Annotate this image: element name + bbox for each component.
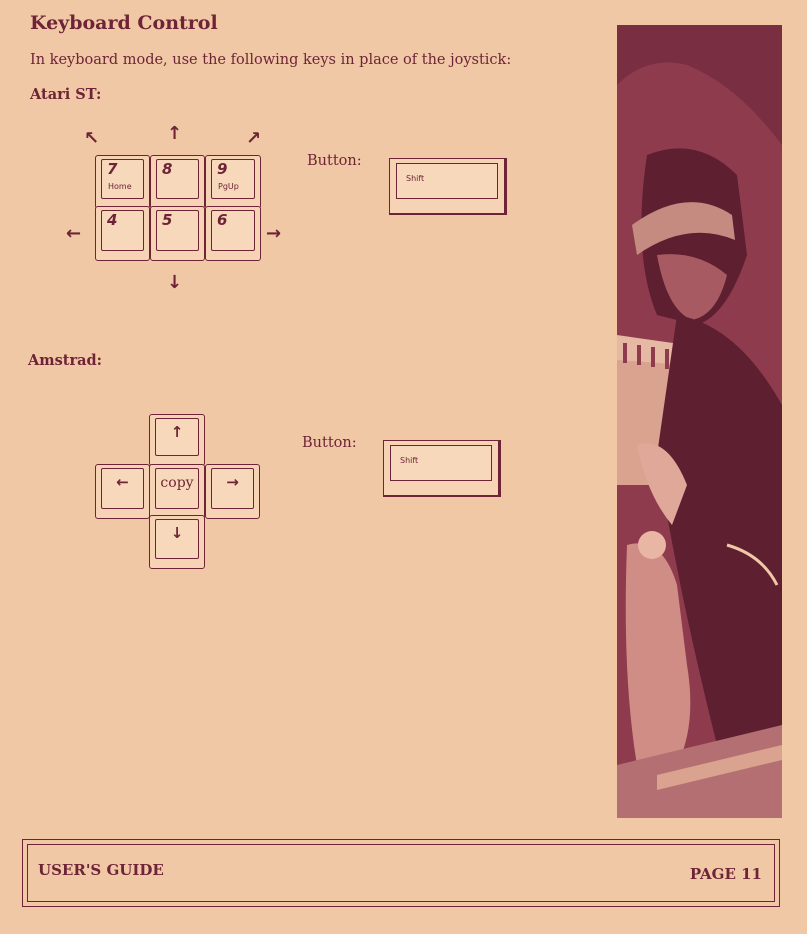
key-7-number: 7 (107, 160, 118, 178)
down-arrow-icon: ↓ (170, 524, 184, 542)
page-title: Keyboard Control (30, 12, 218, 34)
intro-text: In keyboard mode, use the following keys… (30, 52, 512, 68)
up-arrow-icon: ↑ (170, 423, 184, 441)
key-up: ↑ (149, 414, 205, 466)
footer-guide-title: USER'S GUIDE (38, 861, 164, 879)
key-5-number: 5 (162, 211, 173, 229)
amstrad-shift-key-label: Shift (400, 456, 419, 465)
key-left: ← (95, 464, 150, 519)
arrow-up-icon: ↑ (167, 123, 183, 144)
key-5: 5 (150, 206, 205, 261)
key-right: → (205, 464, 260, 519)
arrow-up-right-icon: ↗ (246, 128, 262, 149)
right-arrow-icon: → (226, 473, 239, 491)
arrow-right-icon: → (266, 223, 282, 244)
arrow-up-left-icon: ↖ (84, 128, 100, 149)
key-copy: copy (149, 464, 205, 519)
atari-shift-key: Shift (389, 158, 507, 215)
atari-section-label: Atari ST: (30, 86, 102, 103)
key-4: 4 (95, 206, 150, 261)
key-9-number: 9 (217, 160, 228, 178)
footer-page-number: PAGE 11 (689, 865, 762, 883)
copy-key-label: copy (160, 475, 194, 491)
key-4-number: 4 (107, 211, 118, 229)
arrow-left-icon: ← (66, 223, 82, 244)
left-arrow-icon: ← (116, 473, 129, 491)
illustration-image (617, 25, 782, 818)
atari-shift-key-label: Shift (406, 174, 425, 183)
arrow-down-icon: ↓ (167, 272, 183, 293)
key-7-label: Home (108, 182, 132, 191)
amstrad-button-label: Button: (302, 435, 357, 451)
footer-frame: USER'S GUIDE PAGE 11 (22, 839, 780, 907)
amstrad-shift-key: Shift (383, 440, 501, 497)
key-7: 7 Home (95, 155, 150, 209)
key-9: 9 PgUp (205, 155, 261, 209)
atari-button-label: Button: (307, 153, 362, 169)
key-8: 8 (150, 155, 205, 209)
key-6: 6 (205, 206, 261, 261)
key-down: ↓ (149, 515, 205, 569)
key-6-number: 6 (217, 211, 228, 229)
key-8-number: 8 (162, 160, 173, 178)
amstrad-section-label: Amstrad: (28, 352, 102, 369)
key-9-label: PgUp (218, 182, 239, 191)
